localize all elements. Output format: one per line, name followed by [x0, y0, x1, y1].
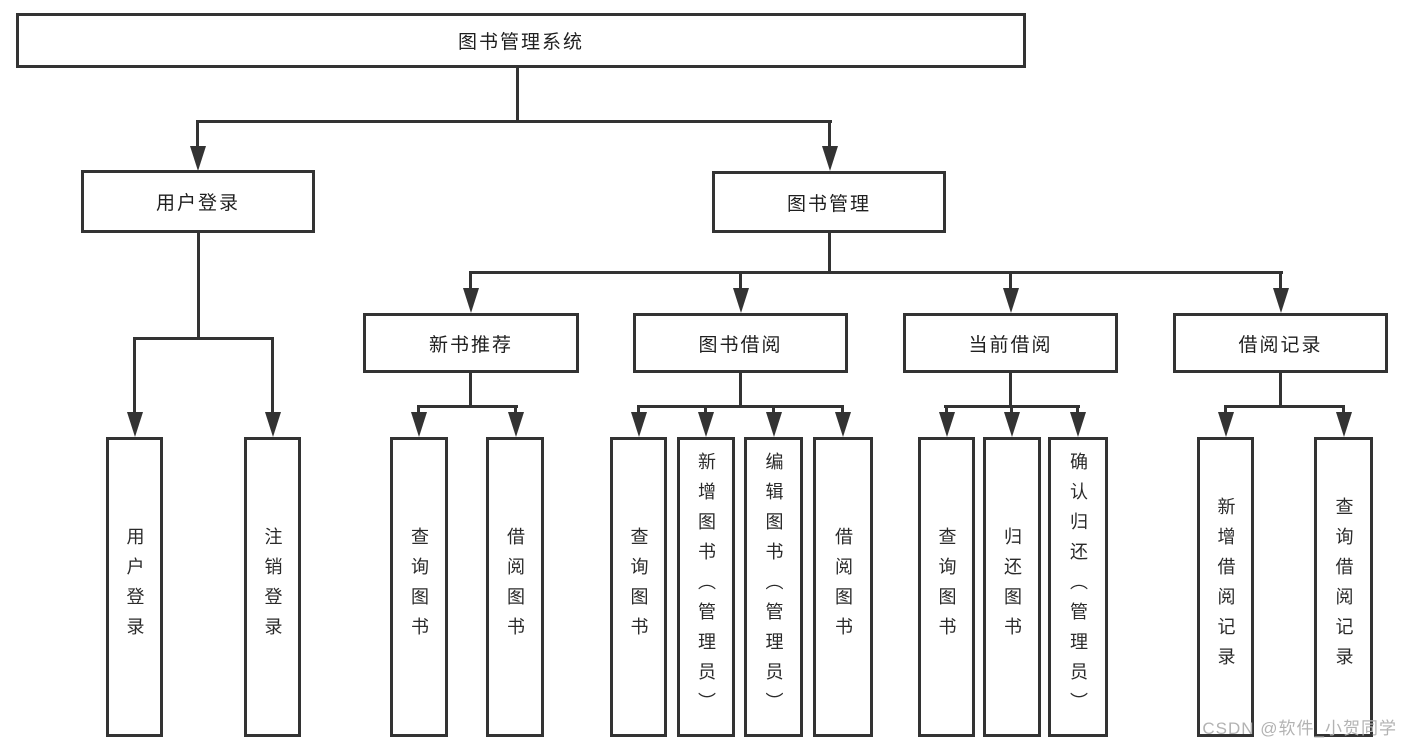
leaf-borrow-book: 借阅图书 — [813, 437, 873, 737]
arrow-down-icon — [127, 412, 143, 437]
arrow-down-icon — [939, 412, 955, 437]
leaf-add-book-admin: 新增图书（管理员） — [677, 437, 735, 737]
connector-drop — [704, 405, 707, 413]
node-current-borrow: 当前借阅 — [903, 313, 1118, 373]
leaf-user-login: 用户登录 — [106, 437, 163, 737]
connector-root-stem — [516, 68, 519, 120]
connector-drop — [772, 405, 775, 413]
arrow-down-icon — [822, 146, 838, 171]
arrow-down-icon — [835, 412, 851, 437]
node-borrow-record: 借阅记录 — [1173, 313, 1388, 373]
connector-drop-borrow-record — [1279, 271, 1282, 288]
connector-borrow-record-bar — [1224, 405, 1345, 408]
connector-drop — [417, 405, 420, 413]
connector-drop-book-borrow — [739, 271, 742, 288]
connector-drop — [637, 405, 640, 413]
connector-drop — [841, 405, 844, 413]
node-book-management: 图书管理 — [712, 171, 946, 233]
connector-drop — [1076, 405, 1079, 413]
connector-book-borrow-stem — [739, 373, 742, 405]
arrow-down-icon — [1218, 412, 1234, 437]
arrow-down-icon — [1336, 412, 1352, 437]
arrow-down-icon — [411, 412, 427, 437]
node-book-borrow: 图书借阅 — [633, 313, 848, 373]
node-new-book-recommend: 新书推荐 — [363, 313, 579, 373]
node-library-management-system: 图书管理系统 — [16, 13, 1026, 68]
arrow-down-icon — [1273, 288, 1289, 313]
leaf-add-borrow-record: 新增借阅记录 — [1197, 437, 1254, 737]
arrow-down-icon — [631, 412, 647, 437]
connector-new-book-bar — [417, 405, 518, 408]
arrow-down-icon — [1003, 288, 1019, 313]
connector-user-login-stem — [197, 233, 200, 337]
connector-user-login-bar — [133, 337, 274, 340]
arrow-down-icon — [766, 412, 782, 437]
connector-book-borrow-bar — [637, 405, 844, 408]
arrow-down-icon — [1004, 412, 1020, 437]
leaf-borrow-book-recommend: 借阅图书 — [486, 437, 544, 737]
connector-drop — [945, 405, 948, 413]
leaf-query-book-current: 查询图书 — [918, 437, 975, 737]
connector-drop-book-management — [828, 120, 831, 146]
connector-drop-current-borrow — [1009, 271, 1012, 288]
arrow-down-icon — [1070, 412, 1086, 437]
arrow-down-icon — [733, 288, 749, 313]
connector-drop-leaf-user-login — [133, 337, 136, 412]
connector-drop — [1224, 405, 1227, 413]
connector-drop — [1010, 405, 1013, 413]
leaf-query-book-borrow: 查询图书 — [610, 437, 667, 737]
connector-drop — [1342, 405, 1345, 413]
csdn-watermark: CSDN @软件_小贺同学 — [1202, 719, 1397, 738]
arrow-down-icon — [190, 146, 206, 171]
connector-drop-new-book — [469, 271, 472, 288]
leaf-logout: 注销登录 — [244, 437, 301, 737]
connector-book-mgmt-bar — [469, 271, 1283, 274]
connector-root-bar — [196, 120, 832, 123]
connector-drop-leaf-logout — [271, 337, 274, 412]
connector-drop — [514, 405, 517, 413]
leaf-confirm-return-admin: 确认归还（管理员） — [1048, 437, 1108, 737]
arrow-down-icon — [508, 412, 524, 437]
arrow-down-icon — [698, 412, 714, 437]
leaf-return-book: 归还图书 — [983, 437, 1041, 737]
connector-drop-user-login — [196, 120, 199, 146]
connector-new-book-stem — [469, 373, 472, 405]
leaf-query-book-recommend: 查询图书 — [390, 437, 448, 737]
arrow-down-icon — [463, 288, 479, 313]
node-user-login: 用户登录 — [81, 170, 315, 233]
leaf-edit-book-admin: 编辑图书（管理员） — [744, 437, 803, 737]
connector-book-mgmt-stem — [828, 233, 831, 274]
connector-current-borrow-stem — [1009, 373, 1012, 405]
leaf-query-borrow-record: 查询借阅记录 — [1314, 437, 1373, 737]
arrow-down-icon — [265, 412, 281, 437]
connector-borrow-record-stem — [1279, 373, 1282, 405]
